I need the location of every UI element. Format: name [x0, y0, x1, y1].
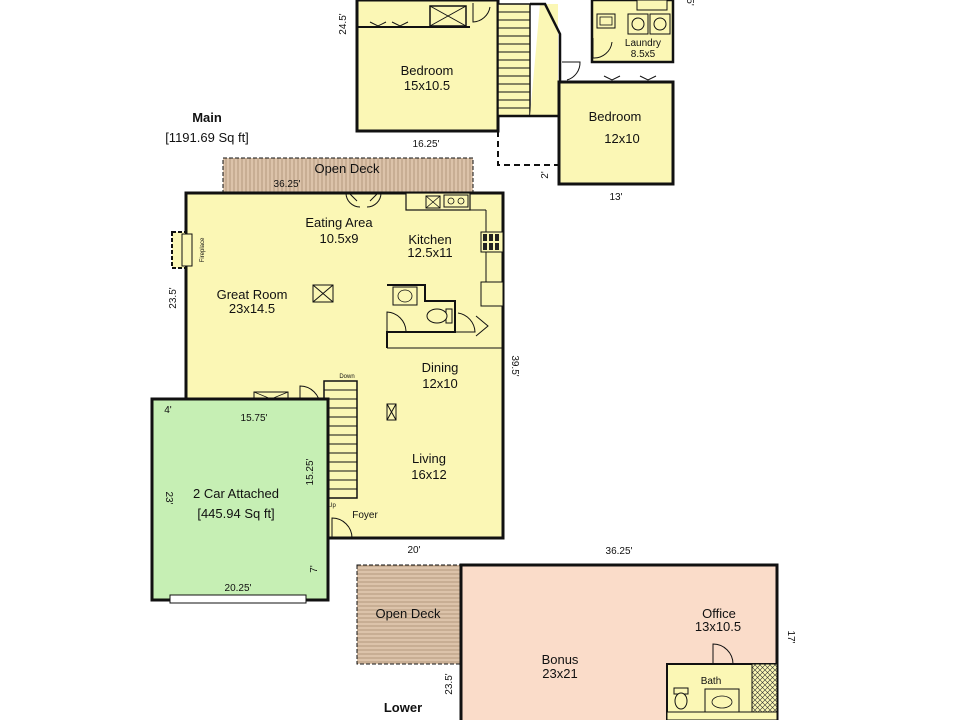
open-deck-top-label: Open Deck	[314, 161, 380, 176]
bedroom-right-name: Bedroom	[589, 109, 642, 124]
garage-name: 2 Car Attached	[193, 486, 279, 501]
toilet-icon	[426, 308, 453, 324]
dim-7: 7'	[309, 565, 320, 573]
dim-20: 20'	[407, 545, 420, 556]
dim-5-cut: 5'	[684, 0, 695, 6]
main-level-title: Main	[192, 110, 222, 125]
bedroom-left-name: Bedroom	[401, 63, 454, 78]
office-size: 13x10.5	[695, 619, 741, 634]
washer	[627, 13, 649, 35]
dim-39-5: 39.5'	[509, 355, 520, 376]
garage-room	[150, 397, 330, 602]
dryer	[649, 13, 671, 35]
lower-level-title: Lower	[384, 700, 422, 715]
bedroom-left-size: 15x10.5	[404, 78, 450, 93]
shower	[751, 663, 778, 713]
kitchen-size: 12.5x11	[407, 245, 452, 260]
foyer-name: Foyer	[352, 510, 378, 521]
living-name: Living	[412, 451, 446, 466]
garage-door	[169, 594, 307, 604]
dim-23: 23'	[163, 491, 174, 504]
toilet-lower-icon	[673, 687, 689, 710]
half-bath	[386, 284, 503, 349]
dim-23-5-lower: 23.5'	[444, 673, 455, 694]
office-name: Office	[702, 606, 736, 621]
dim-36-25-top: 36.25'	[274, 179, 301, 190]
bedroom-right-size: 12x10	[604, 131, 639, 146]
bedroom-right-room	[557, 80, 675, 186]
eating-area-name: Eating Area	[305, 215, 373, 230]
dim-2: 2'	[540, 171, 551, 179]
ceiling-fixture-dining	[386, 403, 397, 421]
dim-15-25: 15.25'	[305, 458, 316, 485]
upper-level	[355, 0, 675, 186]
open-deck-lower-label: Open Deck	[375, 606, 441, 621]
living-size: 16x12	[411, 467, 446, 482]
stairs-up-label: Up	[328, 503, 336, 509]
dim-24-5: 24.5'	[338, 13, 349, 34]
upper-hallway	[498, 4, 558, 116]
bath-name: Bath	[701, 676, 722, 687]
stairs-down-label: Down	[339, 374, 354, 380]
lower-vanity	[704, 688, 740, 713]
ceiling-fixture-great-room	[312, 284, 334, 303]
dim-20-25: 20.25'	[225, 583, 252, 594]
dim-13: 13'	[609, 192, 622, 203]
fridge	[480, 281, 504, 307]
dim-16-25: 16.25'	[413, 139, 440, 150]
great-room-name: Great Room	[217, 287, 288, 302]
dim-36-25-lower: 36.25'	[606, 546, 633, 557]
garage-area: [445.94 Sq ft]	[197, 506, 274, 521]
dim-15-75: 15.75'	[241, 413, 268, 424]
laundry-size: 8.5x5	[631, 49, 656, 60]
bonus-size: 23x21	[542, 666, 577, 681]
great-room-size: 23x14.5	[229, 301, 275, 316]
bonus-name: Bonus	[542, 652, 579, 667]
dim-4: 4'	[164, 405, 172, 416]
dining-size: 12x10	[422, 376, 457, 391]
open-deck-top	[222, 157, 474, 194]
main-level-area: [1191.69 Sq ft]	[165, 130, 249, 145]
dining-name: Dining	[422, 360, 459, 375]
laundry-sink	[596, 13, 616, 29]
dim-17: 17'	[785, 630, 796, 643]
laundry-name: Laundry	[625, 38, 661, 49]
fireplace-icon	[171, 231, 193, 269]
kitchen-counters	[405, 192, 504, 307]
kitchen-name: Kitchen	[408, 232, 451, 247]
open-deck-lower	[356, 564, 462, 665]
eating-area-size: 10.5x9	[319, 231, 358, 246]
dim-23-5-main: 23.5'	[168, 287, 179, 308]
bath-sink	[392, 286, 418, 306]
fireplace-label: Fireplace	[200, 237, 206, 262]
